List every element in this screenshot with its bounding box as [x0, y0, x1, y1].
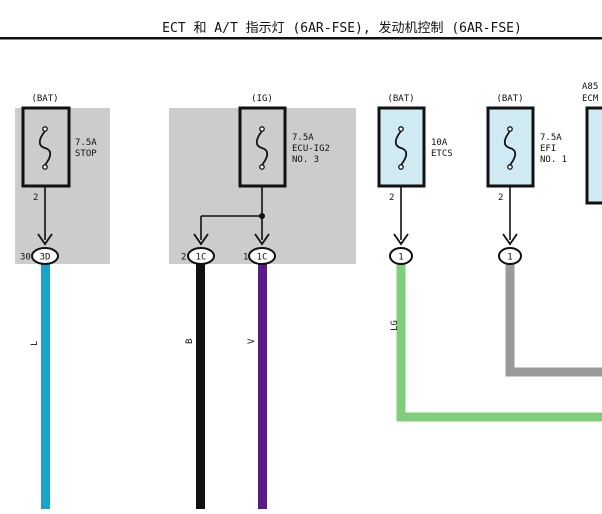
connector-1c-a: 1C: [187, 247, 215, 265]
fuse-efi-name: EFI: [540, 144, 556, 154]
wire-code-b: B: [185, 339, 195, 344]
arrow-down-icon: [502, 233, 518, 246]
connector-3d-pin: 30: [20, 253, 31, 263]
ecm-box: [585, 106, 602, 205]
connector-efi-label: 1: [507, 253, 512, 263]
arrow-down-icon: [254, 233, 270, 246]
fuse-efi-box: [486, 106, 535, 188]
connector-3d: 3D: [31, 247, 59, 265]
fuse-ecuig2-source: (IG): [251, 94, 273, 104]
fuse-efi-symbol-icon: [503, 126, 517, 170]
arrow-down-icon: [393, 233, 409, 246]
fuse-stop-rating: 7.5A: [75, 138, 97, 148]
connector-efi: 1: [498, 247, 522, 265]
splice-junction-dot: [259, 213, 265, 219]
wire-lg: [396, 264, 602, 422]
fuse-etcs-rating: 10A: [431, 138, 448, 148]
connector-1c-a-pin: 2: [181, 253, 186, 263]
fuse-ecuig2-symbol-icon: [255, 126, 269, 170]
fuse-ecuig2-rating: 7.5A: [292, 133, 314, 143]
connector-etcs: 1: [389, 247, 413, 265]
ecm-code: A85: [582, 82, 598, 92]
fuse-ecuig2-name: ECU-IG2: [292, 144, 330, 154]
connector-etcs-label: 1: [398, 253, 403, 263]
fuse-etcs-name: ETCS: [431, 149, 453, 159]
connector-1c-a-label: 1C: [196, 253, 207, 263]
wire-l: [41, 264, 50, 509]
connector-3d-label: 3D: [40, 253, 51, 263]
wire-b: [196, 264, 205, 509]
fuse-etcs-box: [377, 106, 426, 188]
fuse-stop-box: [21, 106, 71, 188]
fuse-ecuig2-box: [238, 106, 287, 188]
fuse-efi-source: (BAT): [496, 94, 523, 104]
fuse-etcs-pin: 2: [389, 193, 394, 203]
title-rule: [0, 37, 602, 40]
fuse-stop-symbol-icon: [38, 126, 52, 170]
fuse-etcs-source: (BAT): [387, 94, 414, 104]
fuse-efi-rating: 7.5A: [540, 133, 562, 143]
wire-code-lg: LG: [390, 320, 400, 331]
connector-1c-b: 1C: [248, 247, 276, 265]
fuse-ecuig2-name2: NO. 3: [292, 155, 319, 165]
fuse-efi-name2: NO. 1: [540, 155, 567, 165]
wire-code-v: V: [247, 338, 257, 344]
page-title: ECT 和 A/T 指示灯 (6AR-FSE), 发动机控制 (6AR-FSE): [162, 20, 522, 36]
fuse-stop-source: (BAT): [31, 94, 58, 104]
fuse-stop-name: STOP: [75, 149, 97, 159]
fuse-etcs-symbol-icon: [394, 126, 408, 170]
wire-code-l: L: [30, 341, 40, 346]
wire-v: [258, 264, 267, 509]
connector-1c-b-label: 1C: [257, 253, 268, 263]
fuse-efi-pin: 2: [498, 193, 503, 203]
fuse-stop-pin: 2: [33, 193, 38, 203]
ecm-name: ECM: [582, 94, 599, 104]
wire-gray: [505, 264, 602, 377]
arrow-down-icon: [37, 233, 53, 246]
connector-1c-b-pin: 1: [243, 253, 248, 263]
arrow-down-icon: [193, 233, 209, 246]
